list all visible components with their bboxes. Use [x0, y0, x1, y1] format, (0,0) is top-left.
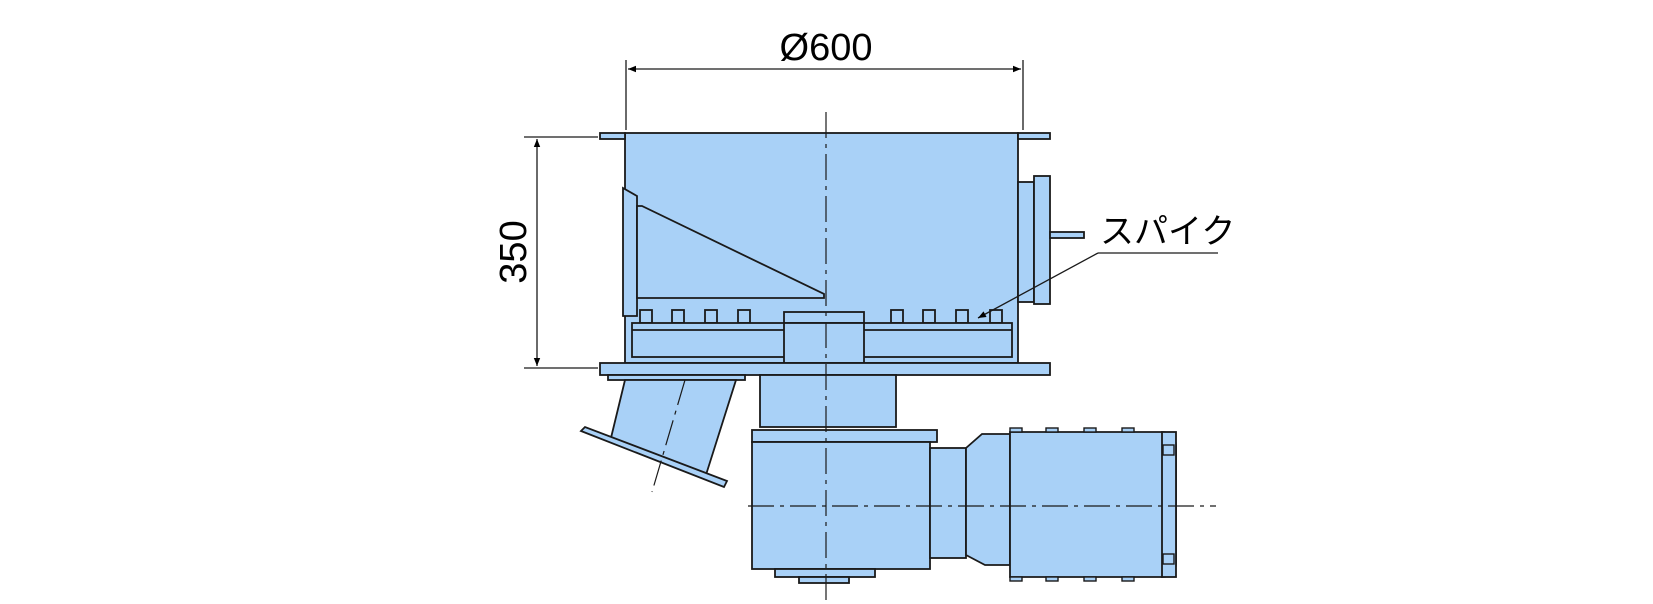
gearbox-top [751, 429, 938, 443]
dimension-width-label: Ø600 [780, 27, 873, 69]
motor-body [1009, 431, 1177, 578]
gear-housing [759, 374, 897, 428]
dimension-width [625, 60, 1024, 130]
inlet-chute [636, 205, 825, 299]
motor-end-cap [1161, 431, 1177, 578]
motor-adapter [965, 433, 1011, 566]
side-port [1017, 181, 1035, 303]
dimension-height [524, 136, 598, 369]
side-port-flange [1033, 175, 1051, 305]
centre-lines [651, 112, 1216, 604]
spike-leader [977, 252, 1218, 319]
output-shaft [798, 576, 850, 584]
outlet-flange [579, 425, 729, 489]
top-flange-right [1017, 132, 1051, 140]
top-flange-left [599, 132, 626, 140]
coupling [929, 447, 967, 559]
left-side-plate [622, 186, 638, 317]
motor-fins [1009, 427, 1175, 582]
machine-body [579, 132, 1177, 584]
spike-callout-label: スパイク [1100, 212, 1235, 252]
gearbox-base [774, 568, 876, 578]
bottom-flange [599, 362, 1051, 376]
spike-shaft [1049, 231, 1085, 239]
rotor-hub [783, 322, 865, 364]
dimension-height-label: 350 [493, 220, 535, 283]
